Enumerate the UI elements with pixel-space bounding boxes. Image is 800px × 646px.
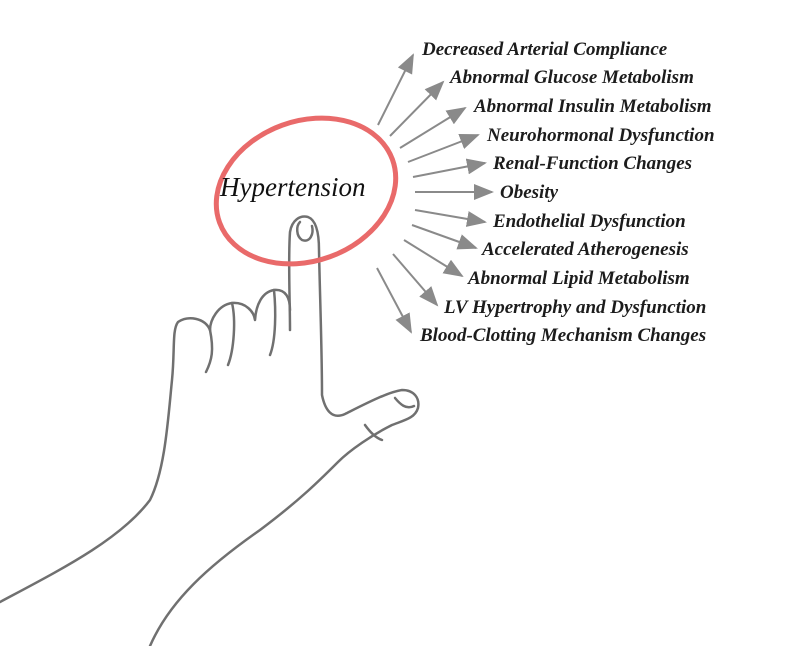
item-label: Renal-Function Changes	[493, 153, 693, 174]
arrow	[399, 106, 467, 149]
item-label: Blood-Clotting Mechanism Changes	[420, 325, 707, 346]
arrow	[389, 80, 445, 137]
item-label: LV Hypertrophy and Dysfunction	[444, 297, 707, 318]
item-label: Abnormal Insulin Metabolism	[474, 96, 712, 117]
item-label: Endothelial Dysfunction	[493, 211, 686, 232]
arrow	[376, 267, 412, 334]
item-label: Obesity	[500, 182, 559, 203]
arrow	[403, 239, 464, 278]
arrow	[377, 53, 414, 126]
arrow	[412, 158, 487, 178]
item-label: Abnormal Lipid Metabolism	[468, 268, 690, 289]
arrow	[407, 134, 480, 163]
item-label: Abnormal Glucose Metabolism	[450, 67, 694, 88]
item-label: Decreased Arterial Compliance	[422, 39, 668, 60]
arrow	[392, 253, 439, 307]
arrow	[414, 209, 487, 227]
item-label: Accelerated Atherogenesis	[482, 239, 689, 260]
item-label: Neurohormonal Dysfunction	[487, 125, 715, 146]
arrows	[376, 53, 494, 334]
hand-drawing	[0, 215, 420, 646]
highlight-circle	[213, 115, 399, 267]
arrow	[411, 224, 478, 250]
center-label: Hypertension	[220, 172, 366, 202]
